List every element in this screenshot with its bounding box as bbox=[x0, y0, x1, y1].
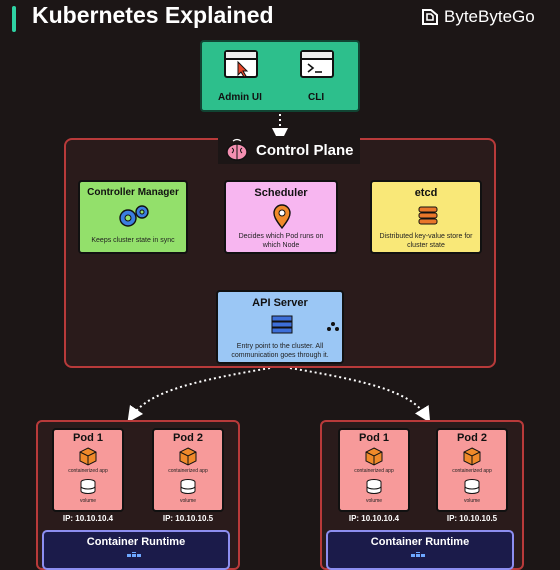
brand-icon bbox=[422, 9, 438, 25]
node1-container-runtime: Container Runtime bbox=[42, 530, 230, 570]
brand-logo: ByteByteGo bbox=[420, 6, 535, 28]
node1-pod2: Pod 2 containerized app volume bbox=[152, 428, 224, 512]
pod-volume-label: volume bbox=[463, 498, 481, 504]
container-runtime-title: Container Runtime bbox=[370, 536, 470, 548]
control-plane-title: Control Plane bbox=[256, 141, 354, 159]
terminal-prompt-icon bbox=[307, 63, 322, 73]
volume-icon bbox=[80, 479, 96, 494]
title-accent-bar bbox=[12, 6, 16, 32]
etcd-desc: Distributed key-value store for cluster … bbox=[379, 233, 473, 249]
page-title: Kubernetes Explained bbox=[32, 2, 274, 28]
control-plane-header: Control Plane bbox=[218, 136, 360, 164]
volume-icon bbox=[366, 479, 382, 494]
controller-manager-desc: Keeps cluster state in sync bbox=[91, 237, 175, 244]
arrow-api-to-node2 bbox=[289, 367, 431, 423]
container-app-icon bbox=[463, 447, 481, 466]
cli-label: CLI bbox=[308, 92, 325, 103]
pod-title: Pod 2 bbox=[457, 432, 487, 444]
node2-pod1: Pod 1 containerized app volume bbox=[338, 428, 410, 512]
volume-icon bbox=[180, 479, 196, 494]
controller-manager-title: Controller Manager bbox=[87, 187, 179, 198]
container-app-icon bbox=[365, 447, 383, 466]
node2-pod2: Pod 2 containerized app volume bbox=[436, 428, 508, 512]
pod-volume-label: volume bbox=[79, 498, 97, 504]
container-runtime-title: Container Runtime bbox=[86, 536, 186, 548]
pod-title: Pod 1 bbox=[73, 432, 103, 444]
database-stack-icon bbox=[418, 206, 438, 225]
brain-icon bbox=[226, 138, 248, 161]
scheduler-title: Scheduler bbox=[254, 187, 308, 199]
admin-ui-label: Admin UI bbox=[218, 92, 262, 103]
api-server-desc: Entry point to the cluster. All communic… bbox=[231, 343, 329, 359]
container-app-icon bbox=[179, 447, 197, 466]
volume-icon bbox=[464, 479, 480, 494]
docker-whale-icon bbox=[411, 552, 425, 557]
gears-icon bbox=[119, 205, 149, 227]
pod-volume-label: volume bbox=[365, 498, 383, 504]
cursor-click-icon bbox=[237, 60, 249, 78]
arrow-api-to-node1 bbox=[127, 367, 271, 423]
api-server-title: API Server bbox=[252, 297, 308, 309]
pod-app-label: containerized app bbox=[452, 468, 492, 474]
container-app-icon bbox=[79, 447, 97, 466]
etcd-box: etcd Distributed key-value store for clu… bbox=[370, 180, 482, 254]
node2-pod2-ip: IP: 10.10.10.5 bbox=[446, 514, 498, 523]
node1-pod1-ip: IP: 10.10.10.4 bbox=[62, 514, 114, 523]
server-icon bbox=[271, 315, 293, 334]
pod-app-label: containerized app bbox=[168, 468, 208, 474]
pod-title: Pod 2 bbox=[173, 432, 203, 444]
admin-ui-window-icon bbox=[224, 50, 258, 78]
pod-title: Pod 1 bbox=[359, 432, 389, 444]
cli-window-icon bbox=[300, 50, 334, 78]
api-server-box: API Server Entry point to the cluster. A… bbox=[216, 290, 344, 364]
pod-app-label: containerized app bbox=[68, 468, 108, 474]
network-nodes-icon bbox=[327, 322, 339, 331]
brand-name: ByteByteGo bbox=[444, 7, 535, 26]
node1-pod2-ip: IP: 10.10.10.5 bbox=[162, 514, 214, 523]
node1-pod1: Pod 1 containerized app volume bbox=[52, 428, 124, 512]
scheduler-box: Scheduler Decides which Pod runs on whic… bbox=[224, 180, 338, 254]
node2-pod1-ip: IP: 10.10.10.4 bbox=[348, 514, 400, 523]
etcd-title: etcd bbox=[414, 187, 438, 199]
pod-app-label: containerized app bbox=[354, 468, 394, 474]
node2-container-runtime: Container Runtime bbox=[326, 530, 514, 570]
controller-manager-box: Controller Manager Keeps cluster state i… bbox=[78, 180, 188, 254]
docker-whale-icon bbox=[127, 552, 141, 557]
location-pin-icon bbox=[273, 204, 291, 230]
pod-volume-label: volume bbox=[179, 498, 197, 504]
clients-box: Admin UI CLI bbox=[200, 40, 360, 112]
scheduler-desc: Decides which Pod runs on which Node bbox=[238, 233, 324, 249]
